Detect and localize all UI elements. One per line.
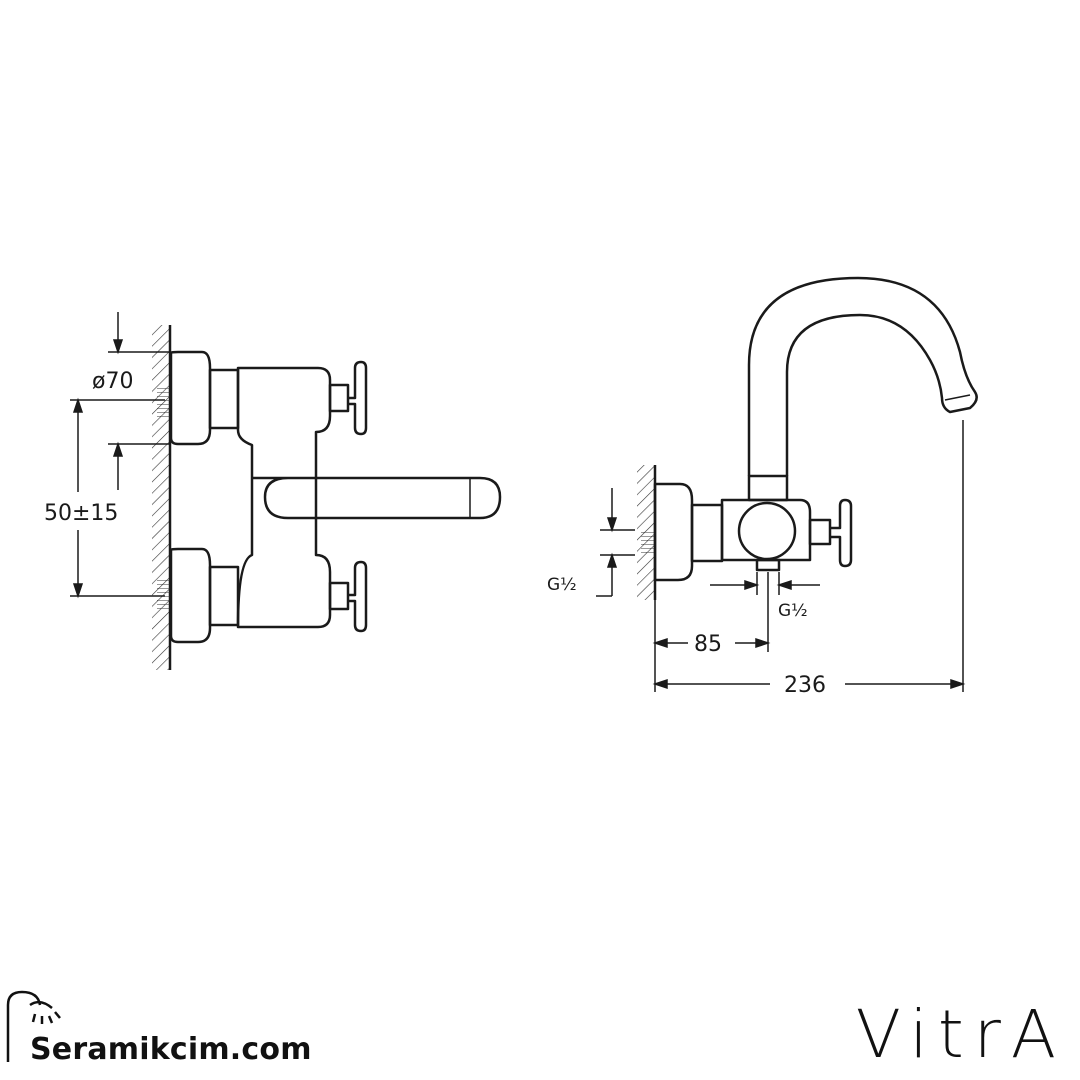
side-handle [830, 498, 853, 568]
side-handle-stem [808, 518, 832, 546]
shower-icon [6, 990, 61, 1062]
front-view [152, 325, 502, 670]
side-body [720, 498, 812, 562]
depth-85-label: 85 [694, 632, 722, 657]
overall-236-label: 236 [784, 673, 826, 698]
front-dimensions [70, 312, 170, 599]
side-dimensions [596, 420, 966, 692]
lower-handle-stem [328, 581, 350, 611]
spout-base [747, 474, 789, 502]
side-valve-circle [737, 501, 797, 561]
side-view [637, 276, 978, 600]
swan-neck-spout [747, 276, 978, 476]
watermark-text: Seramikcim.com [30, 1032, 312, 1067]
upper-handle-stem [328, 383, 350, 413]
side-connector [690, 503, 724, 563]
left-thread-label: G½ [547, 575, 577, 595]
lower-connector [208, 565, 240, 627]
bottom-thread-label: G½ [778, 601, 808, 621]
flange-diameter-label: ø70 [92, 369, 133, 394]
mixer-body [236, 366, 332, 629]
upper-connector [208, 368, 240, 430]
side-flange [653, 482, 694, 582]
side-thread [641, 530, 655, 556]
lower-handle [348, 560, 368, 633]
upper-handle [348, 360, 368, 436]
spout-front [252, 476, 502, 520]
upper-thread [157, 385, 171, 417]
upper-flange [169, 350, 212, 446]
inlet-spacing-label: 50±15 [44, 501, 118, 526]
bottom-outlet [755, 558, 781, 572]
lower-flange [169, 547, 212, 644]
wall-hatch [152, 325, 170, 670]
brand-logo: VitrA [855, 996, 1066, 1073]
